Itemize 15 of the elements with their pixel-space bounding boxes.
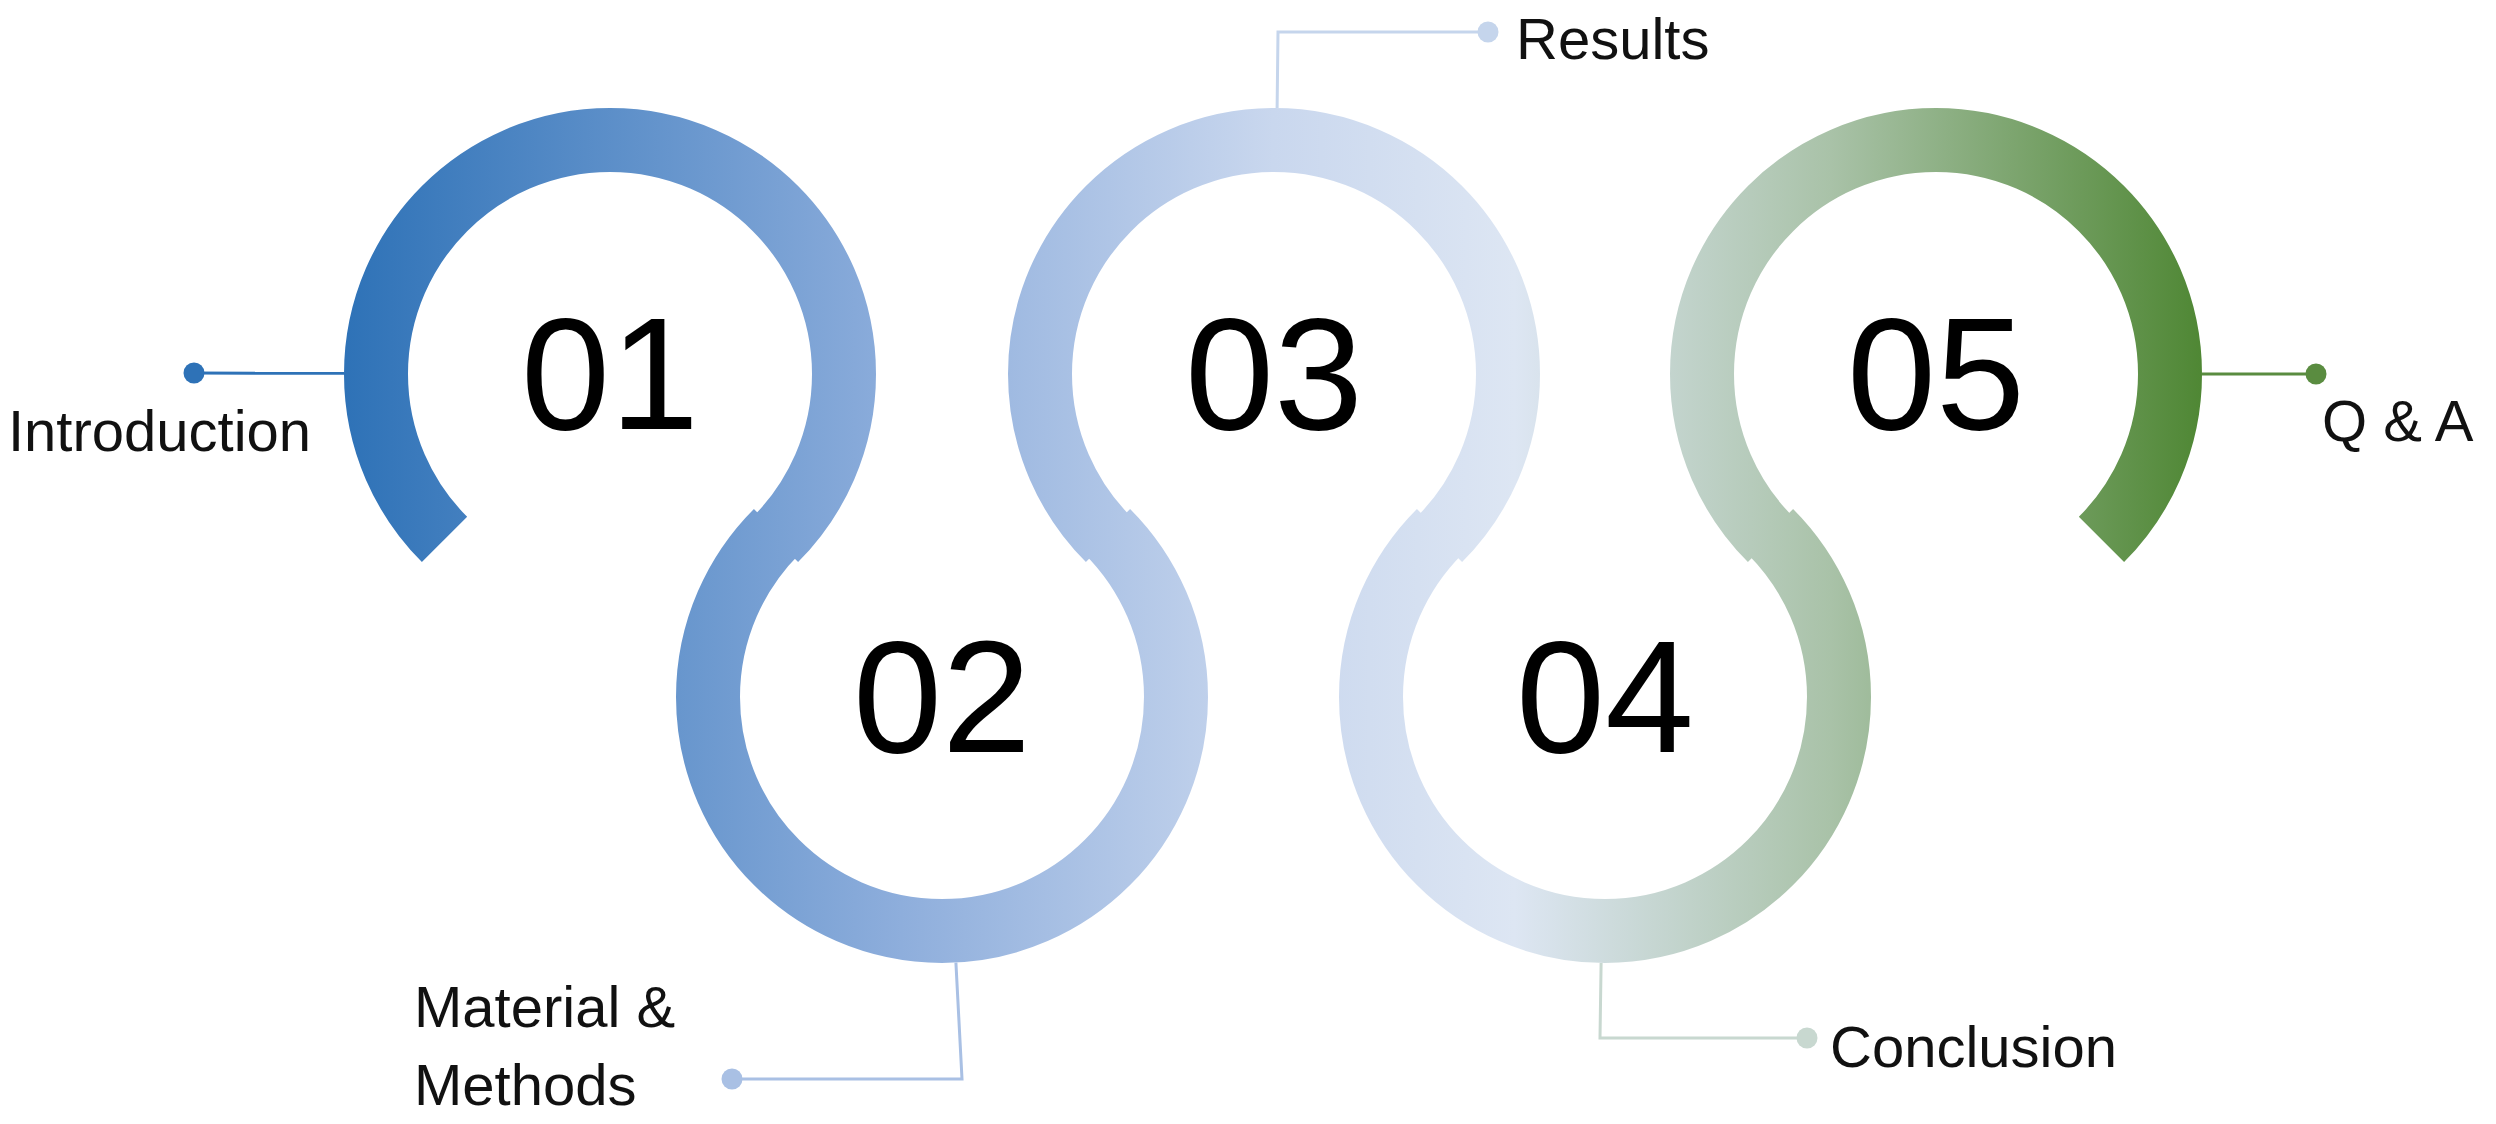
step-number: 02 <box>853 617 1031 777</box>
leader-line <box>721 962 964 1090</box>
section-label: Introduction <box>8 392 368 471</box>
section-label: Q & A <box>2322 382 2496 461</box>
step-number: 03 <box>1185 294 1363 454</box>
leader-line <box>1598 962 1818 1049</box>
section-label: Material & Methods <box>414 968 744 1124</box>
leader-line <box>183 362 344 384</box>
section-label: Conclusion <box>1830 1008 2190 1087</box>
step-number: 05 <box>1847 294 2025 454</box>
section-label: Results <box>1516 0 1816 79</box>
step-number: 04 <box>1516 617 1694 777</box>
leader-line <box>2202 363 2327 385</box>
step-number: 01 <box>521 294 699 454</box>
leader-line <box>1275 21 1499 109</box>
